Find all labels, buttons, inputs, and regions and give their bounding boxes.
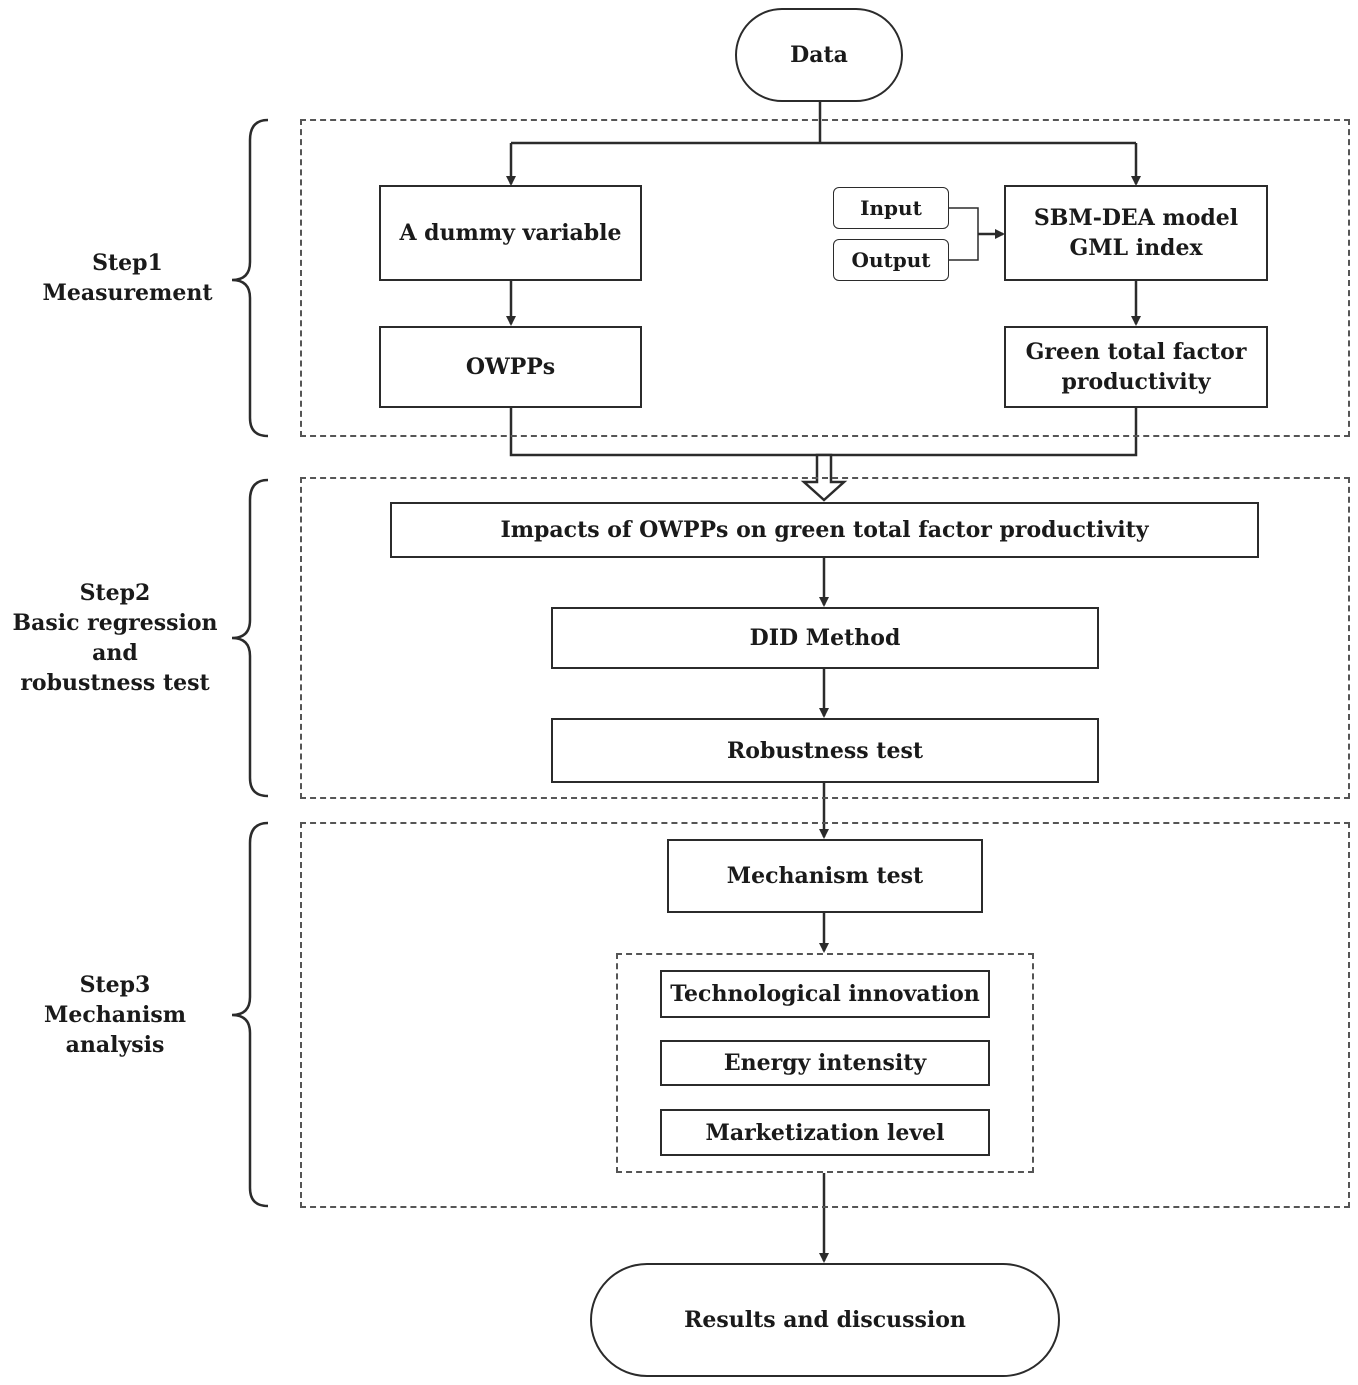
did-method-box: DID Method [551, 607, 1099, 669]
step3-group [300, 822, 1350, 1208]
gtfp-box: Green total factor productivity [1004, 326, 1268, 408]
step1-group [300, 119, 1350, 437]
step2-group [300, 477, 1350, 799]
step2-label: Step2 Basic regression and robustness te… [12, 580, 218, 696]
owpps-box: OWPPs [379, 326, 642, 408]
data-node: Data [735, 8, 903, 102]
dummy-variable-box: A dummy variable [379, 185, 642, 281]
results-node: Results and discussion [590, 1263, 1060, 1377]
brace-step2 [231, 478, 269, 798]
mechanism-test-box: Mechanism test [667, 839, 983, 913]
channels-group [616, 953, 1034, 1173]
step1-label: Step1 Measurement [42, 250, 213, 306]
sbm-dea-box: SBM-DEA model GML index [1004, 185, 1268, 281]
impacts-box: Impacts of OWPPs on green total factor p… [390, 502, 1259, 558]
technological-innovation-box: Technological innovation [660, 970, 990, 1018]
input-box: Input [833, 187, 949, 229]
brace-step1 [231, 118, 269, 438]
energy-intensity-box: Energy intensity [660, 1040, 990, 1086]
marketization-level-box: Marketization level [660, 1109, 990, 1156]
output-box: Output [833, 239, 949, 281]
brace-step3 [231, 821, 269, 1208]
robustness-test-box: Robustness test [551, 718, 1099, 783]
data-split-line [511, 100, 1136, 145]
step3-label: Step3 Mechanism analysis [43, 972, 186, 1058]
